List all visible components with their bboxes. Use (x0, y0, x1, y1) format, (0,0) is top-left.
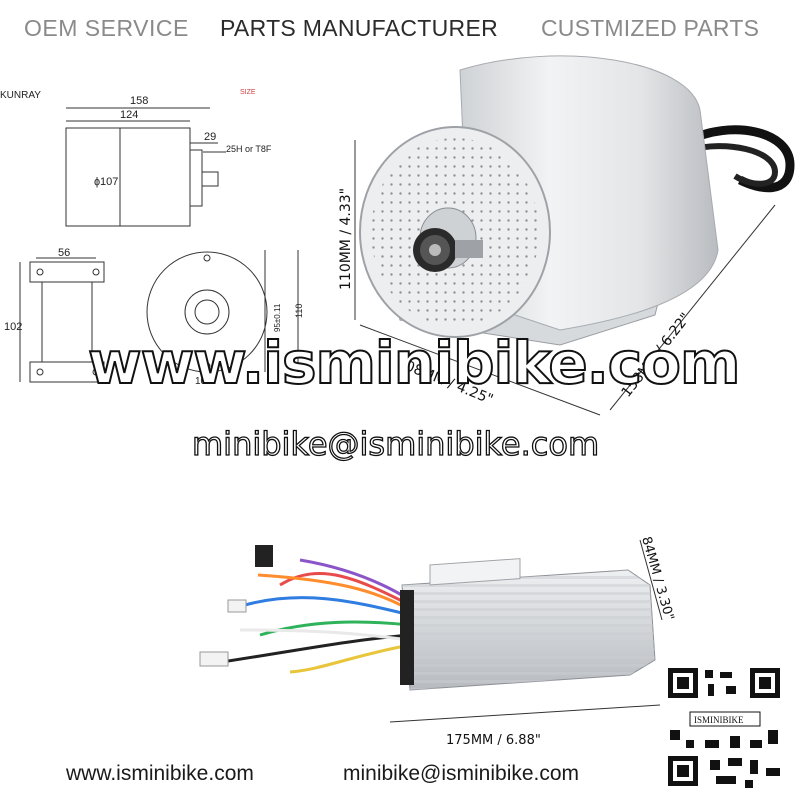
watermark-website: www.isminibike.com (87, 328, 741, 398)
technical-drawing (19, 107, 299, 383)
dim-95: 95±0.11 (273, 303, 282, 332)
qr-label: ISMINIBIKE (694, 715, 744, 725)
sprocket-icon (413, 228, 483, 272)
size-label: SIZE (240, 89, 256, 96)
header-customized-parts: CUSTMIZED PARTS (541, 15, 760, 41)
dim-29: 29 (204, 131, 216, 143)
dim-158: 158 (130, 95, 148, 107)
controller-length-dim: 175MM / 6.88" (446, 733, 541, 748)
watermark-email: minibike@isminibike.com (191, 424, 600, 463)
motor-height-dim: 110MM / 4.33" (338, 188, 354, 290)
dim-124: 124 (120, 109, 138, 121)
sprocket-label: 25H or T8F (226, 144, 272, 154)
diameter-label: ɸ107 (94, 176, 118, 188)
dim-102: 102 (4, 321, 22, 333)
header-bar: OEM SERVICE PARTS MANUFACTURER CUSTMIZED… (0, 12, 800, 44)
footer-email: minibike@isminibike.com (343, 762, 580, 785)
header-oem-service: OEM SERVICE (24, 15, 189, 41)
qr-code (664, 664, 784, 790)
dim-102b: 102 (195, 376, 212, 387)
dim-56: 56 (58, 247, 70, 259)
motor-controller (199, 539, 663, 723)
brand-label: KUNRAY (0, 90, 41, 101)
footer-website: www.isminibike.com (66, 762, 254, 785)
header-parts-manufacturer: PARTS MANUFACTURER (220, 15, 499, 41)
bldc-motor (354, 55, 795, 416)
dim-110: 110 (294, 304, 304, 318)
